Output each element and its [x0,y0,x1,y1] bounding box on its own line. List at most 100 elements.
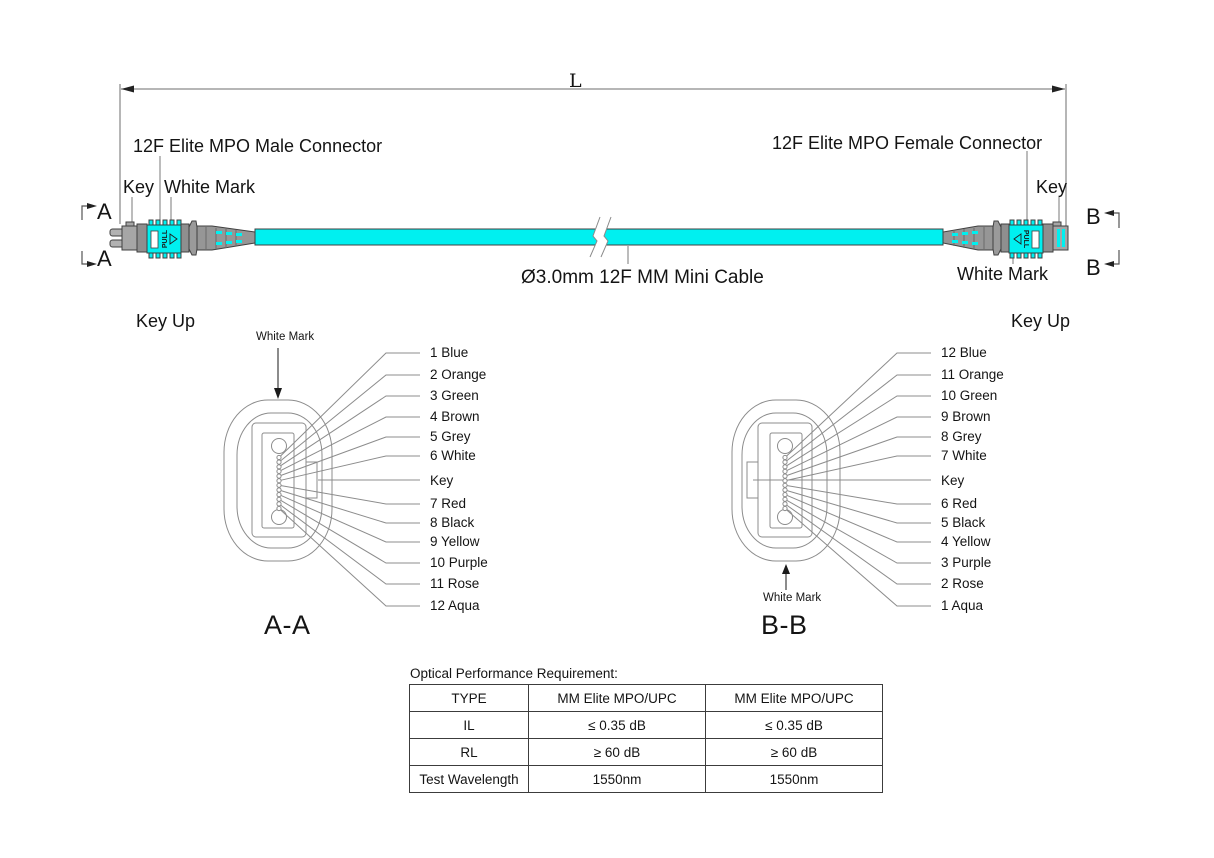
fiber-label: 4 Yellow [941,534,991,549]
fiber-leader-line [278,352,420,458]
fiber-label: 1 Blue [430,345,469,360]
fiber-leader-line [784,494,931,543]
fiber-leader-line [278,508,420,607]
fiber-label: 12 Blue [941,345,987,360]
fiber-label: 3 Purple [941,555,992,570]
table-cell: 1550nm [528,765,706,793]
key-slot-a [305,461,318,499]
fiber-label: 10 Green [941,388,998,403]
fiber-label: 9 Brown [941,409,991,424]
right-connector-drawing: PULL [942,219,1069,259]
fiber-hole [276,468,282,474]
dimension-label: L [569,70,582,92]
cable-label: Ø3.0mm 12F MM Mini Cable [521,267,764,288]
fiber-leader-line [784,503,931,585]
fiber-leader-line [784,395,931,468]
fiber-leader-line [278,436,420,477]
table-row: IL≤ 0.35 dB≤ 0.35 dB [409,711,883,739]
table-header-cell: TYPE [409,684,529,712]
table-header-cell: MM Elite MPO/UPC [528,684,706,712]
fiber-leader-line [278,498,420,564]
guide-pin-hole [777,438,793,454]
fiber-hole [276,473,282,479]
fiber-hole [276,505,282,512]
cable-assembly: PULL [109,216,1069,259]
fiber-label: 10 Purple [430,555,488,570]
fiber-hole [782,487,788,493]
guide-pin-hole [777,509,793,525]
fiber-leader-line [278,489,420,524]
table-cell: ≤ 0.35 dB [528,711,706,739]
table-title: Optical Performance Requirement: [410,666,618,681]
right-connector-label: 12F Elite MPO Female Connector [772,133,1043,153]
fiber-label: 6 Red [941,496,978,511]
white-mark-face-a: White Mark [256,331,315,343]
fiber-label: 2 Orange [430,367,487,382]
guide-pin-hole [271,438,287,454]
fiber-leader-line [784,484,931,505]
fiber-leader-line [784,352,931,458]
fiber-leader-line [278,416,420,472]
fiber-leader-line [278,374,420,463]
fiber-label: 1 Aqua [941,598,984,613]
fiber-leader-line [784,436,931,477]
face-a-title: A-A [264,610,311,640]
fiber-hole [782,478,788,484]
fiber-fan-b [753,352,931,607]
fiber-hole [782,505,788,512]
fiber-leader-line [278,503,420,585]
table-header-cell: MM Elite MPO/UPC [705,684,883,712]
key-up-right: Key Up [1011,311,1071,331]
section-b-bottom: B [1086,255,1101,280]
left-connector-label: 12F Elite MPO Male Connector [133,136,383,156]
fiber-label: 8 Grey [941,429,982,444]
fiber-leader-line [784,374,931,463]
fiber-hole [782,459,788,465]
fiber-hole [782,496,788,502]
fiber-hole [276,496,282,502]
left-connector-drawing: PULL [109,219,256,259]
white-mark-face-b: White Mark [763,592,822,604]
table-cell: 1550nm [705,765,883,793]
section-a-bottom: A [97,246,112,271]
break-symbol [589,216,612,258]
face-b-title: B-B [761,610,808,640]
table-cell: ≥ 60 dB [528,738,706,766]
left-white-mark-label: White Mark [164,177,256,197]
fiber-hole [276,492,282,498]
fiber-leader-line [278,455,420,482]
right-white-mark-label: White Mark [957,264,1049,284]
dimension-line [119,84,1067,226]
fiber-leader-line [784,508,931,607]
fiber-leader-line [278,484,420,505]
fiber-fan-a [276,352,420,607]
fiber-label: 5 Black [941,515,986,530]
fiber-label: 5 Grey [430,429,471,444]
table-cell: IL [409,711,529,739]
section-b-top: B [1086,204,1101,229]
fiber-leader-line [784,489,931,524]
fiber-label: 3 Green [430,388,479,403]
fiber-hole [782,464,788,470]
guide-pin-hole [271,509,287,525]
connector-face-a [223,348,333,562]
fiber-hole [276,487,282,493]
left-key-label: Key [123,177,155,197]
pull-text-left: PULL [162,229,169,248]
fiber-hole [782,482,788,488]
fiber-leader-line [278,494,420,543]
fiber-hole [276,501,282,507]
fiber-label: Key [430,473,454,488]
section-markers [81,203,1120,267]
table-cell: RL [409,738,529,766]
fiber-label: 2 Rose [941,576,984,591]
key-up-left: Key Up [136,311,196,331]
fiber-label: 11 Orange [941,367,1004,382]
fiber-hole [782,492,788,498]
fiber-hole [276,459,282,465]
fiber-label: 6 White [430,448,476,463]
fiber-label: 7 Red [430,496,467,511]
